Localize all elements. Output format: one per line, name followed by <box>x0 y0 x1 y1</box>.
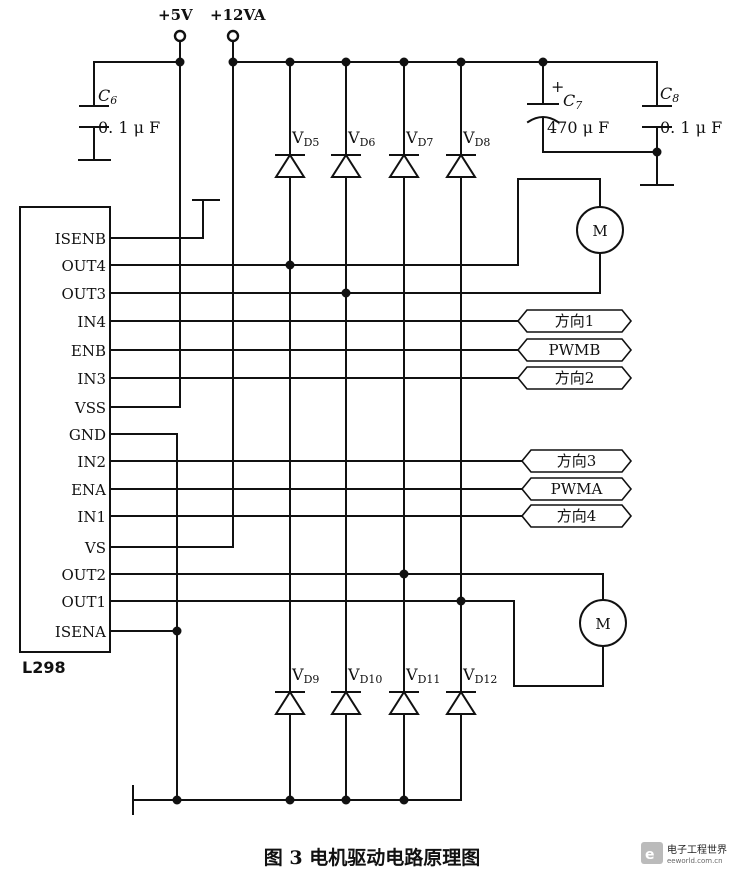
pin-in3: IN3 <box>77 370 106 388</box>
capacitor-c7-ref: C7 <box>563 91 582 112</box>
pin-vss: VSS <box>74 399 106 417</box>
diode-d9 <box>274 690 306 715</box>
junction-dots <box>172 57 662 805</box>
capacitor-c6-ref: C6 <box>98 86 117 107</box>
label-5v: +5V <box>158 6 193 24</box>
diode-d10-ref: VD10 <box>347 665 382 686</box>
chip-name: L298 <box>22 658 66 677</box>
pin-vs: VS <box>84 539 106 557</box>
pin-isena: ISENA <box>55 623 106 641</box>
pin-out1: OUT1 <box>62 593 107 611</box>
capacitor-c6 <box>79 105 109 128</box>
signal-flag-label-2: PWMB <box>549 341 601 359</box>
pin-isenb: ISENB <box>55 230 106 248</box>
diode-d9-ref: VD9 <box>291 665 319 686</box>
diode-d5-ref: VD5 <box>291 128 319 149</box>
pin-ena: ENA <box>71 481 106 499</box>
diode-d11-ref: VD11 <box>405 665 440 686</box>
pin-out3: OUT3 <box>62 285 107 303</box>
signal-flag-label-1: 方向1 <box>555 312 595 330</box>
capacitor-c7-plus: + <box>551 77 564 96</box>
signal-flag-3: 方向2 <box>516 366 633 390</box>
signal-flag-label-4: 方向3 <box>557 452 597 470</box>
signal-flag-4: 方向3 <box>520 449 633 473</box>
pin-in4: IN4 <box>77 313 106 331</box>
signal-wires <box>109 178 604 815</box>
signal-flag-label-3: 方向2 <box>555 369 595 387</box>
signal-flag-label-5: PWMA <box>551 480 603 498</box>
pin-out4: OUT4 <box>62 257 107 275</box>
diode-d7-ref: VD7 <box>405 128 433 149</box>
watermark-url: eeworld.com.cn <box>667 857 723 865</box>
diode-d7 <box>388 153 420 178</box>
pin-out2: OUT2 <box>62 566 107 584</box>
diode-d12 <box>445 690 477 715</box>
motor-a-label: M <box>595 615 610 633</box>
motor-b-label: M <box>592 222 607 240</box>
l298-chip <box>19 206 111 653</box>
diode-d11 <box>388 690 420 715</box>
diode-d6 <box>330 153 362 178</box>
watermark: e 电子工程世界 eeworld.com.cn <box>641 842 727 865</box>
diode-d5 <box>274 153 306 178</box>
signal-flag-5: PWMA <box>520 477 633 501</box>
figure-caption: 图 3 电机驱动电路原理图 <box>264 846 480 869</box>
pin-in1: IN1 <box>77 508 106 526</box>
terminal-12va <box>226 29 240 43</box>
signal-flag-2: PWMB <box>516 338 633 362</box>
motor-a <box>579 599 627 647</box>
signal-flag-6: 方向4 <box>520 504 633 528</box>
diode-d10 <box>330 690 362 715</box>
pin-enb: ENB <box>71 342 106 360</box>
motor-b <box>576 206 624 254</box>
ee-logo-icon: e <box>641 842 663 864</box>
diode-d6-ref: VD6 <box>347 128 375 149</box>
terminal-5v <box>173 29 187 43</box>
capacitor-c6-value: 0. 1 μ F <box>98 118 160 137</box>
pin-in2: IN2 <box>77 453 106 471</box>
svg-text:e: e <box>645 847 655 863</box>
capacitor-c8 <box>642 105 672 128</box>
diode-d8 <box>445 153 477 178</box>
label-12va: +12VA <box>210 6 266 24</box>
capacitor-c7 <box>526 103 560 124</box>
diode-columns <box>289 61 462 801</box>
signal-flag-label-6: 方向4 <box>557 507 597 525</box>
diode-d12-ref: VD12 <box>462 665 497 686</box>
pin-gnd: GND <box>69 426 106 444</box>
capacitor-c7-value: 470 μ F <box>547 118 609 137</box>
capacitor-c8-ref: C8 <box>660 84 679 105</box>
diode-d8-ref: VD8 <box>462 128 490 149</box>
signal-flag-1: 方向1 <box>516 309 633 333</box>
watermark-name: 电子工程世界 <box>667 843 727 856</box>
capacitor-c8-value: 0. 1 μ F <box>660 118 722 137</box>
